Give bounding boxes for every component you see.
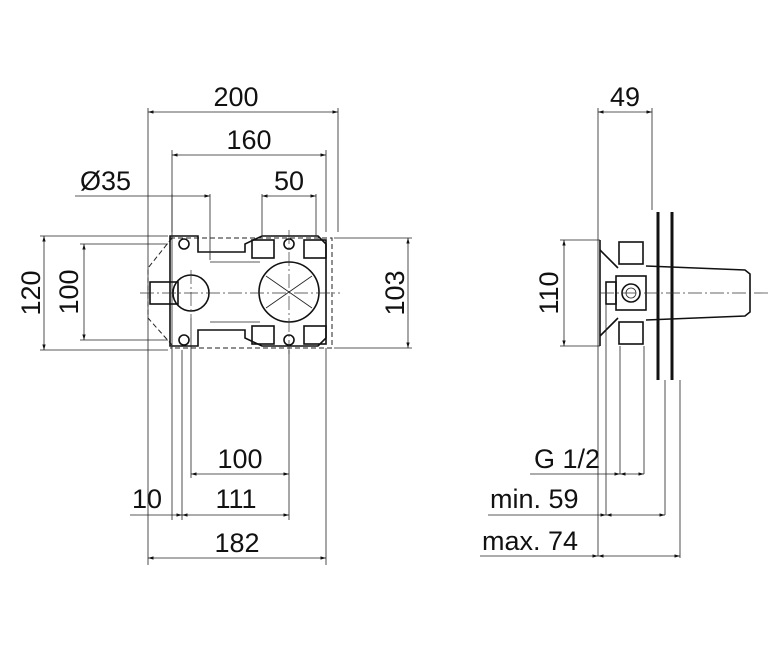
dim-182-label: 182 — [214, 528, 259, 558]
dim-thread-label: G 1/2 — [534, 444, 600, 474]
dim-103-label: 103 — [380, 270, 410, 315]
dim-110-label: 110 — [534, 271, 564, 314]
dim-49-label: 49 — [610, 82, 640, 112]
front-dimension-lines — [42, 110, 410, 560]
side-dimension-labels: 49 110 G 1/2 min. 59 max. 74 — [482, 82, 640, 556]
valve-body-front — [140, 230, 340, 356]
dim-max-label: max. 74 — [482, 526, 578, 556]
dim-10-label: 10 — [132, 484, 162, 514]
dim-100-vertical-label: 100 — [54, 269, 84, 314]
dim-100-horizontal-label: 100 — [217, 444, 262, 474]
front-dimension-labels: 200 160 Ø35 50 120 100 103 100 10 111 18… — [16, 82, 410, 558]
dim-120-label: 120 — [16, 270, 46, 315]
front-view: 200 160 Ø35 50 120 100 103 100 10 111 18… — [16, 82, 412, 565]
side-view: 49 110 G 1/2 min. 59 max. 74 — [480, 82, 770, 558]
side-dimension-lines — [480, 110, 680, 558]
dim-200-label: 200 — [213, 82, 258, 112]
dim-min-label: min. 59 — [490, 484, 579, 514]
valve-body-side — [599, 212, 770, 380]
dim-diameter-label: Ø35 — [80, 166, 131, 196]
dim-50-label: 50 — [274, 166, 304, 196]
side-extension-lines — [560, 108, 681, 558]
dim-160-label: 160 — [226, 125, 271, 155]
front-extension-lines — [40, 108, 412, 565]
dim-111-label: 111 — [215, 484, 256, 514]
